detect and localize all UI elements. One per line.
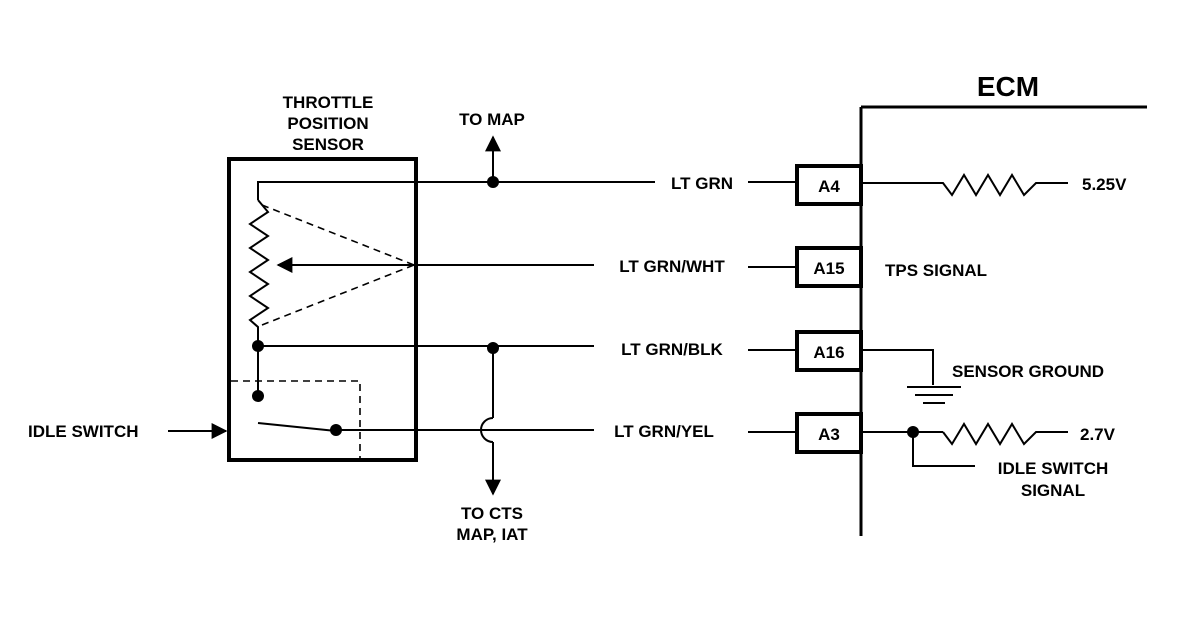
- wire-lt-grn-yel: [416, 429, 797, 433]
- reference-voltage-label: 5.25V: [1082, 175, 1127, 194]
- sensor-ground-label: SENSOR GROUND: [952, 362, 1104, 381]
- tps-potentiometer: [248, 181, 493, 346]
- to-map-label: TO MAP: [459, 110, 525, 129]
- wire-color-label: LT GRN/BLK: [621, 340, 723, 359]
- pin-connector: A4: [795, 164, 863, 206]
- pin-label: A3: [818, 425, 840, 444]
- idle-switch-pullup: [861, 422, 1068, 467]
- pin-label: A4: [818, 177, 840, 196]
- wire-color-label: LT GRN/WHT: [619, 257, 725, 276]
- wire-color-label: LT GRN/YEL: [614, 422, 714, 441]
- sensor-title-line1: THROTTLE: [283, 93, 374, 112]
- idle-switch-contacts: [231, 346, 416, 458]
- idle-switch-signal-line2: SIGNAL: [1021, 481, 1085, 500]
- pin-connector: A15: [795, 246, 863, 288]
- ecm-title: ECM: [977, 71, 1039, 102]
- to-cts-label-line1: TO CTS: [461, 504, 523, 523]
- wire-lt-grn: [485, 135, 797, 188]
- to-cts-label-line2: MAP, IAT: [456, 525, 528, 544]
- pin-label: A16: [813, 343, 844, 362]
- idle-switch-label: IDLE SWITCH: [28, 422, 139, 441]
- sensor-title-line2: POSITION: [287, 114, 368, 133]
- idle-voltage-label: 2.7V: [1080, 425, 1116, 444]
- wire-lt-grn-wht: [414, 264, 797, 268]
- pin-connector: A16: [795, 330, 863, 372]
- wire-color-label: LT GRN: [671, 174, 733, 193]
- ground-symbol: [861, 349, 961, 404]
- tps-housing: [227, 157, 418, 462]
- wire-lt-grn-blk: [252, 340, 797, 496]
- pin-label: A15: [813, 259, 844, 278]
- reference-resistor: [861, 173, 1068, 197]
- pin-connector: A3: [795, 412, 863, 454]
- idle-switch-signal-line1: IDLE SWITCH: [998, 459, 1109, 478]
- sensor-title-line3: SENSOR: [292, 135, 364, 154]
- tps-signal-label: TPS SIGNAL: [885, 261, 987, 280]
